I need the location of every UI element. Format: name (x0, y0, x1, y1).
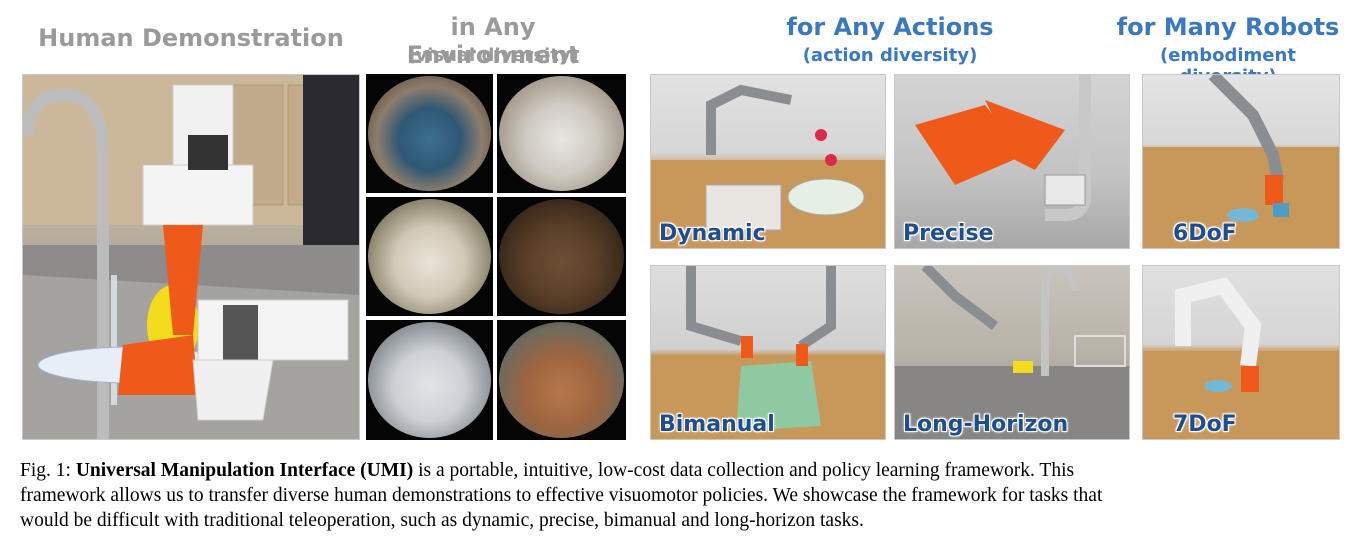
env-view-3 (366, 197, 493, 316)
human-demo-illustration (23, 75, 359, 439)
precise-illustration (915, 75, 1091, 221)
env-view-4 (497, 197, 626, 316)
environment-header: in Any Environment (406, 13, 580, 69)
tile-label-dynamic: Dynamic (659, 221, 766, 246)
tile-7dof: 7DoF (1142, 265, 1340, 440)
actions-header: for Any Actions (786, 13, 994, 41)
tile-dynamic: Dynamic (650, 74, 886, 249)
caption-line-2: framework allows us to transfer diverse … (20, 485, 1103, 506)
env-view-2 (497, 74, 626, 193)
tile-bimanual: Bimanual (650, 265, 886, 440)
figure-caption: Fig. 1: Universal Manipulation Interface… (20, 458, 1338, 533)
env-view-1 (366, 74, 493, 193)
bimanual-illustration (651, 266, 885, 439)
caption-line-3: would be difficult with traditional tele… (20, 510, 864, 531)
tile-label-6dof: 6DoF (1173, 221, 1237, 246)
dynamic-illustration (651, 84, 885, 248)
7dof-illustration (1143, 276, 1339, 439)
tile-label-7dof: 7DoF (1173, 412, 1237, 437)
6dof-illustration (1143, 75, 1339, 248)
human-demo-header: Human Demonstration (38, 24, 344, 52)
tile-6dof: 6DoF (1142, 74, 1340, 249)
robots-header: for Many Robots (1116, 13, 1340, 41)
tile-long-horizon: Long-Horizon (894, 265, 1130, 440)
tile-precise: Precise (894, 74, 1130, 249)
actions-subheader: (action diversity) (802, 45, 978, 66)
long-horizon-illustration (895, 266, 1129, 439)
tile-label-long-horizon: Long-Horizon (903, 412, 1069, 437)
env-view-5 (366, 320, 493, 440)
caption-bold-title: Universal Manipulation Interface (UMI) (75, 460, 414, 481)
tile-label-bimanual: Bimanual (659, 412, 775, 437)
caption-fig-label: Fig. 1: (20, 460, 71, 481)
tile-label-precise: Precise (903, 221, 994, 246)
env-view-6 (497, 320, 626, 440)
caption-line1-rest: is a portable, intuitive, low-cost data … (418, 460, 1075, 481)
caption-line-1: Fig. 1: Universal Manipulation Interface… (20, 458, 1338, 483)
human-demo-photo (22, 74, 360, 440)
environment-subheader: (visual diversity) (407, 45, 579, 66)
